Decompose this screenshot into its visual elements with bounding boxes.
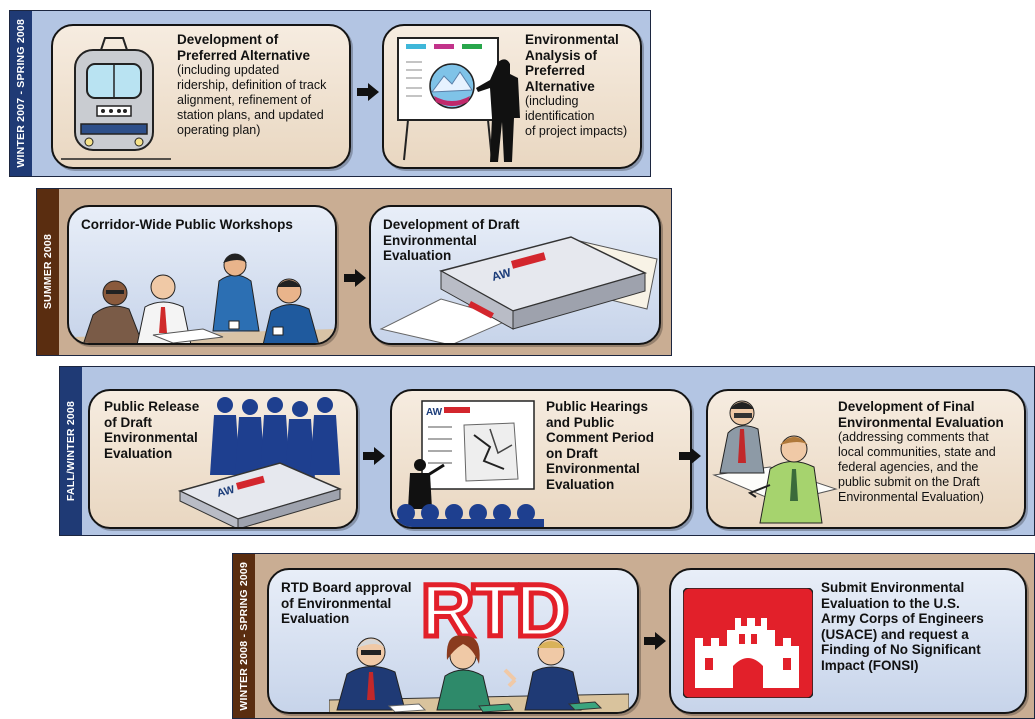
step-title: Corridor-Wide Public Workshops	[81, 217, 293, 232]
phase-band-1: WINTER 2007 - SPRING 2008 Development of…	[9, 10, 651, 177]
step-card-submit-to-usace: Submit Environmental Evaluation to the U…	[669, 568, 1027, 714]
step-detail: (addressing comments that local communit…	[838, 430, 996, 504]
rtd-logo: RTD	[419, 569, 572, 652]
step-card-public-hearings: AW Public Hearings and Public Comment Pe…	[390, 389, 692, 529]
workshop-people-icon	[73, 253, 335, 343]
step-text: Public Release of Draft Environmental Ev…	[104, 399, 224, 461]
flow-arrow-icon	[679, 447, 701, 465]
step-detail: (including identification of project imp…	[525, 94, 628, 138]
step-title: Environmental Analysis of Preferred Alte…	[525, 32, 619, 94]
step-text: Corridor-Wide Public Workshops	[81, 217, 331, 233]
step-title: Development of Draft Environmental Evalu…	[383, 217, 520, 263]
step-card-development-preferred-alternative: Development of Preferred Alternative (in…	[51, 24, 351, 169]
step-text: Development of Final Environmental Evalu…	[838, 399, 1024, 505]
step-text: Public Hearings and Public Comment Perio…	[546, 399, 688, 492]
step-card-public-workshops: Corridor-Wide Public Workshops	[67, 205, 337, 345]
crowd-binder-icon: AW	[177, 397, 343, 527]
step-title: Development of Preferred Alternative	[177, 32, 311, 63]
step-card-environmental-analysis: Environmental Analysis of Preferred Alte…	[382, 24, 642, 169]
step-text: Development of Preferred Alternative (in…	[177, 32, 347, 138]
step-title: Public Hearings and Public Comment Perio…	[546, 399, 655, 492]
hearing-audience-icon: AW	[394, 400, 544, 527]
step-title: Submit Environmental Evaluation to the U…	[821, 580, 984, 673]
step-detail: (including updated ridership, definition…	[177, 63, 327, 137]
step-title: Development of Final Environmental Evalu…	[838, 399, 1004, 430]
train-icon	[61, 37, 171, 160]
step-card-draft-evaluation: Development of Draft Environmental Evalu…	[369, 205, 661, 345]
phase-band-4: WINTER 2008 - SPRING 2009 RTD RTD Board …	[232, 553, 1035, 719]
rtd-board-icon	[329, 635, 629, 712]
phase-label-tab-1: WINTER 2007 - SPRING 2008	[10, 11, 32, 176]
svg-text:AW: AW	[490, 265, 513, 284]
phase-band-2: SUMMER 2008 Corridor-Wide Public Worksho…	[36, 188, 672, 356]
step-card-public-release: AW Public Release of Draft Environmental…	[88, 389, 358, 529]
step-text: Development of Draft Environmental Evalu…	[383, 217, 543, 264]
reviewers-icon	[712, 400, 838, 524]
phase-label-tab-2: SUMMER 2008	[37, 189, 59, 355]
flow-arrow-icon	[363, 447, 385, 465]
flow-arrow-icon	[644, 632, 666, 650]
step-card-rtd-board-approval: RTD RTD Board approval of Environmental …	[267, 568, 639, 714]
step-title: RTD Board approval of Environmental Eval…	[281, 580, 412, 626]
presenter-board-icon	[397, 37, 520, 162]
phase-label-tab-4: WINTER 2008 - SPRING 2009	[233, 554, 255, 718]
phase-band-3: FALL/WINTER 2008 AW Public Release of Dr…	[59, 366, 1035, 536]
step-title: Public Release of Draft Environmental Ev…	[104, 399, 200, 461]
flow-arrow-icon	[344, 269, 366, 287]
step-card-final-evaluation: Development of Final Environmental Evalu…	[706, 389, 1026, 529]
svg-text:AW: AW	[426, 407, 443, 418]
report-binder-icon: AW	[379, 236, 658, 343]
phase-label-tab-3: FALL/WINTER 2008	[60, 367, 82, 535]
step-text: Submit Environmental Evaluation to the U…	[821, 580, 1025, 673]
step-text: Environmental Analysis of Preferred Alte…	[525, 32, 640, 139]
svg-text:AW: AW	[216, 484, 237, 500]
usace-castle-icon	[683, 588, 813, 698]
flow-arrow-icon	[357, 83, 379, 101]
step-text: RTD Board approval of Environmental Eval…	[281, 580, 431, 627]
